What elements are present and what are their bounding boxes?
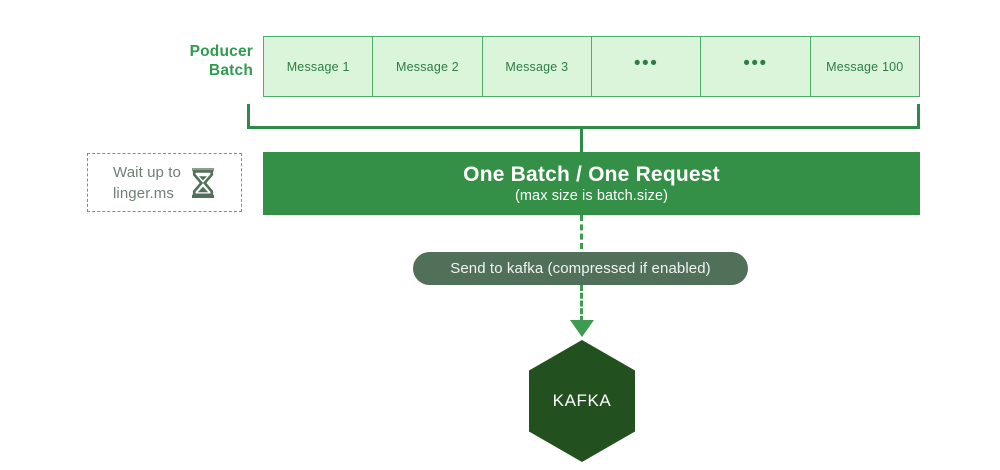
message-cell-ellipsis: ••• xyxy=(700,36,810,97)
kafka-label: KAFKA xyxy=(552,391,612,410)
message-row: Message 1 Message 2 Message 3 ••• ••• Me… xyxy=(263,36,920,97)
producer-batch-label-line1: Poducer xyxy=(189,43,253,60)
message-cell-ellipsis: ••• xyxy=(590,36,701,97)
linger-ms-text: Wait up to linger.ms xyxy=(113,162,181,204)
message-cell: Message 1 xyxy=(263,36,373,97)
linger-ms-line1: Wait up to xyxy=(113,163,181,181)
producer-batch-label: Poducer Batch xyxy=(120,42,253,80)
bracket-center-stem xyxy=(580,126,583,153)
send-to-kafka-pill: Send to kafka (compressed if enabled) xyxy=(413,252,748,285)
hourglass-icon xyxy=(191,167,214,198)
bracket-tick-left xyxy=(247,104,250,128)
producer-batch-label-line2: Batch xyxy=(208,62,253,79)
arrow-head-icon xyxy=(570,320,594,337)
batch-bar-subtitle: (max size is batch.size) xyxy=(514,187,669,204)
message-cell: Message 3 xyxy=(481,36,591,97)
message-cell: Message 100 xyxy=(809,36,920,97)
dashed-arrow-segment-top xyxy=(580,215,583,249)
bracket-tick-right xyxy=(917,104,920,128)
kafka-hexagon xyxy=(529,340,635,462)
bracket-horizontal-line xyxy=(247,126,920,129)
linger-ms-note: Wait up to linger.ms xyxy=(87,153,242,212)
message-cell: Message 2 xyxy=(372,36,482,97)
dashed-arrow-segment-bottom xyxy=(580,285,583,322)
batch-bar-title: One Batch / One Request xyxy=(463,162,720,186)
linger-ms-line2: linger.ms xyxy=(113,184,174,202)
one-batch-one-request-bar: One Batch / One Request (max size is bat… xyxy=(263,152,920,215)
